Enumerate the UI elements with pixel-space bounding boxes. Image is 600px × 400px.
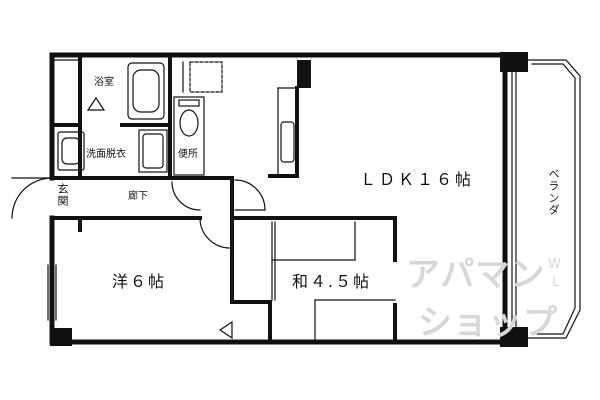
watermark-line2: ショップ (418, 303, 558, 343)
outer-walls (49, 52, 508, 345)
room-label-entrance: 玄関 (56, 183, 69, 207)
watermark-mark2: L (552, 275, 560, 290)
room-label-japanese: 和４.５帖 (292, 272, 372, 291)
room-label-washroom: 洗面脱衣 (86, 149, 126, 160)
watermark-line1: アパマン (406, 255, 546, 295)
room-label-toilet: 便所 (178, 149, 198, 160)
pillars (50, 52, 528, 347)
room-label-bath: 浴室 (94, 77, 114, 88)
watermark-mark: W (548, 257, 561, 272)
room-label-western: 洋６帖 (112, 272, 167, 291)
detail-lines (11, 59, 581, 343)
room-label-ldk: ＬＤＫ１６帖 (360, 170, 475, 189)
room-label-hallway: 廊下 (128, 191, 148, 202)
room-label-veranda: ベランダ (547, 168, 560, 216)
